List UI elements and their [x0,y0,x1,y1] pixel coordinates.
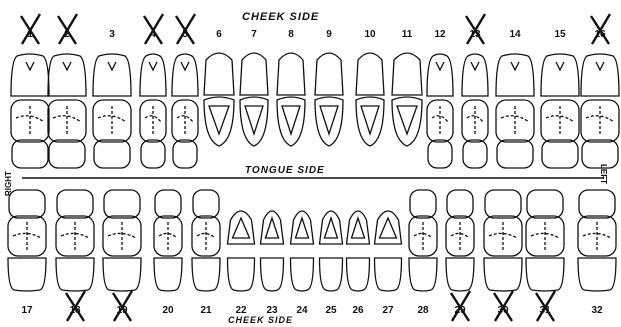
lower-tooth-10 [375,211,402,291]
upper-tooth-1 [48,54,86,168]
lower-tooth-number: 27 [382,305,393,316]
lower-tooth-5 [228,211,255,291]
lower-tooth-4 [192,190,220,291]
upper-tooth-15 [581,54,619,168]
upper-tooth-12 [462,54,488,168]
lower-tooth-number: 24 [296,305,307,316]
upper-tooth-number: 5 [182,29,188,40]
upper-tooth-11 [427,54,453,168]
lower-tooth-number: 32 [591,305,602,316]
upper-tooth-number: 12 [434,29,445,40]
lower-tooth-13 [484,190,522,291]
upper-tooth-number: 6 [216,29,222,40]
upper-tooth-number: 7 [251,29,257,40]
upper-teeth-row [11,53,619,168]
upper-tooth-number: 14 [509,29,520,40]
upper-tooth-number: 11 [402,29,413,40]
lower-tooth-2 [103,190,141,291]
upper-tooth-number: 16 [594,29,605,40]
lower-tooth-3 [154,190,182,291]
upper-tooth-number: 9 [326,29,332,40]
upper-tooth-5 [204,53,234,146]
upper-tooth-number: 10 [364,29,375,40]
lower-tooth-15 [578,190,616,291]
upper-tooth-0 [11,54,49,168]
lower-tooth-12 [446,190,474,291]
lower-tooth-number: 23 [266,305,277,316]
upper-tooth-number: 1 [27,29,33,40]
lower-tooth-9 [347,211,370,291]
lower-tooth-number: 30 [497,305,508,316]
upper-tooth-13 [496,54,534,168]
upper-tooth-10 [392,53,422,146]
lower-tooth-6 [261,211,284,291]
lower-tooth-number: 29 [454,305,465,316]
lower-tooth-number: 22 [235,305,246,316]
upper-tooth-14 [541,54,579,168]
lower-tooth-8 [320,211,343,291]
top-cheek-side-label: CHEEK SIDE [242,11,319,23]
lower-tooth-11 [409,190,437,291]
upper-tooth-8 [315,53,343,146]
lower-tooth-14 [526,190,564,291]
lower-tooth-number: 31 [539,305,550,316]
upper-tooth-number: 4 [150,29,156,40]
lower-teeth-row [8,190,616,291]
lower-tooth-7 [291,211,314,291]
upper-tooth-number: 2 [64,29,70,40]
lower-tooth-number: 18 [69,305,80,316]
upper-tooth-9 [356,53,384,146]
lower-tooth-0 [8,190,46,291]
upper-tooth-number: 15 [554,29,565,40]
upper-tooth-number: 8 [288,29,294,40]
bottom-cheek-side-label: CHEEK SIDE [228,315,293,325]
lower-tooth-number: 25 [325,305,336,316]
lower-tooth-number: 19 [116,305,127,316]
lower-tooth-number: 17 [21,305,32,316]
lower-tooth-1 [56,190,94,291]
upper-tooth-number: 13 [469,29,480,40]
upper-tooth-4 [172,54,198,168]
lower-tooth-number: 21 [200,305,211,316]
left-side-label: LEFT [599,164,608,184]
lower-tooth-number: 26 [352,305,363,316]
lower-tooth-number: 28 [417,305,428,316]
upper-tooth-7 [277,53,305,146]
tongue-side-label: TONGUE SIDE [245,165,325,176]
upper-tooth-number: 3 [109,29,115,40]
upper-tooth-3 [140,54,166,168]
upper-tooth-2 [93,54,131,168]
lower-tooth-number: 20 [162,305,173,316]
right-side-label: RIGHT [4,171,13,196]
upper-tooth-6 [240,53,268,146]
